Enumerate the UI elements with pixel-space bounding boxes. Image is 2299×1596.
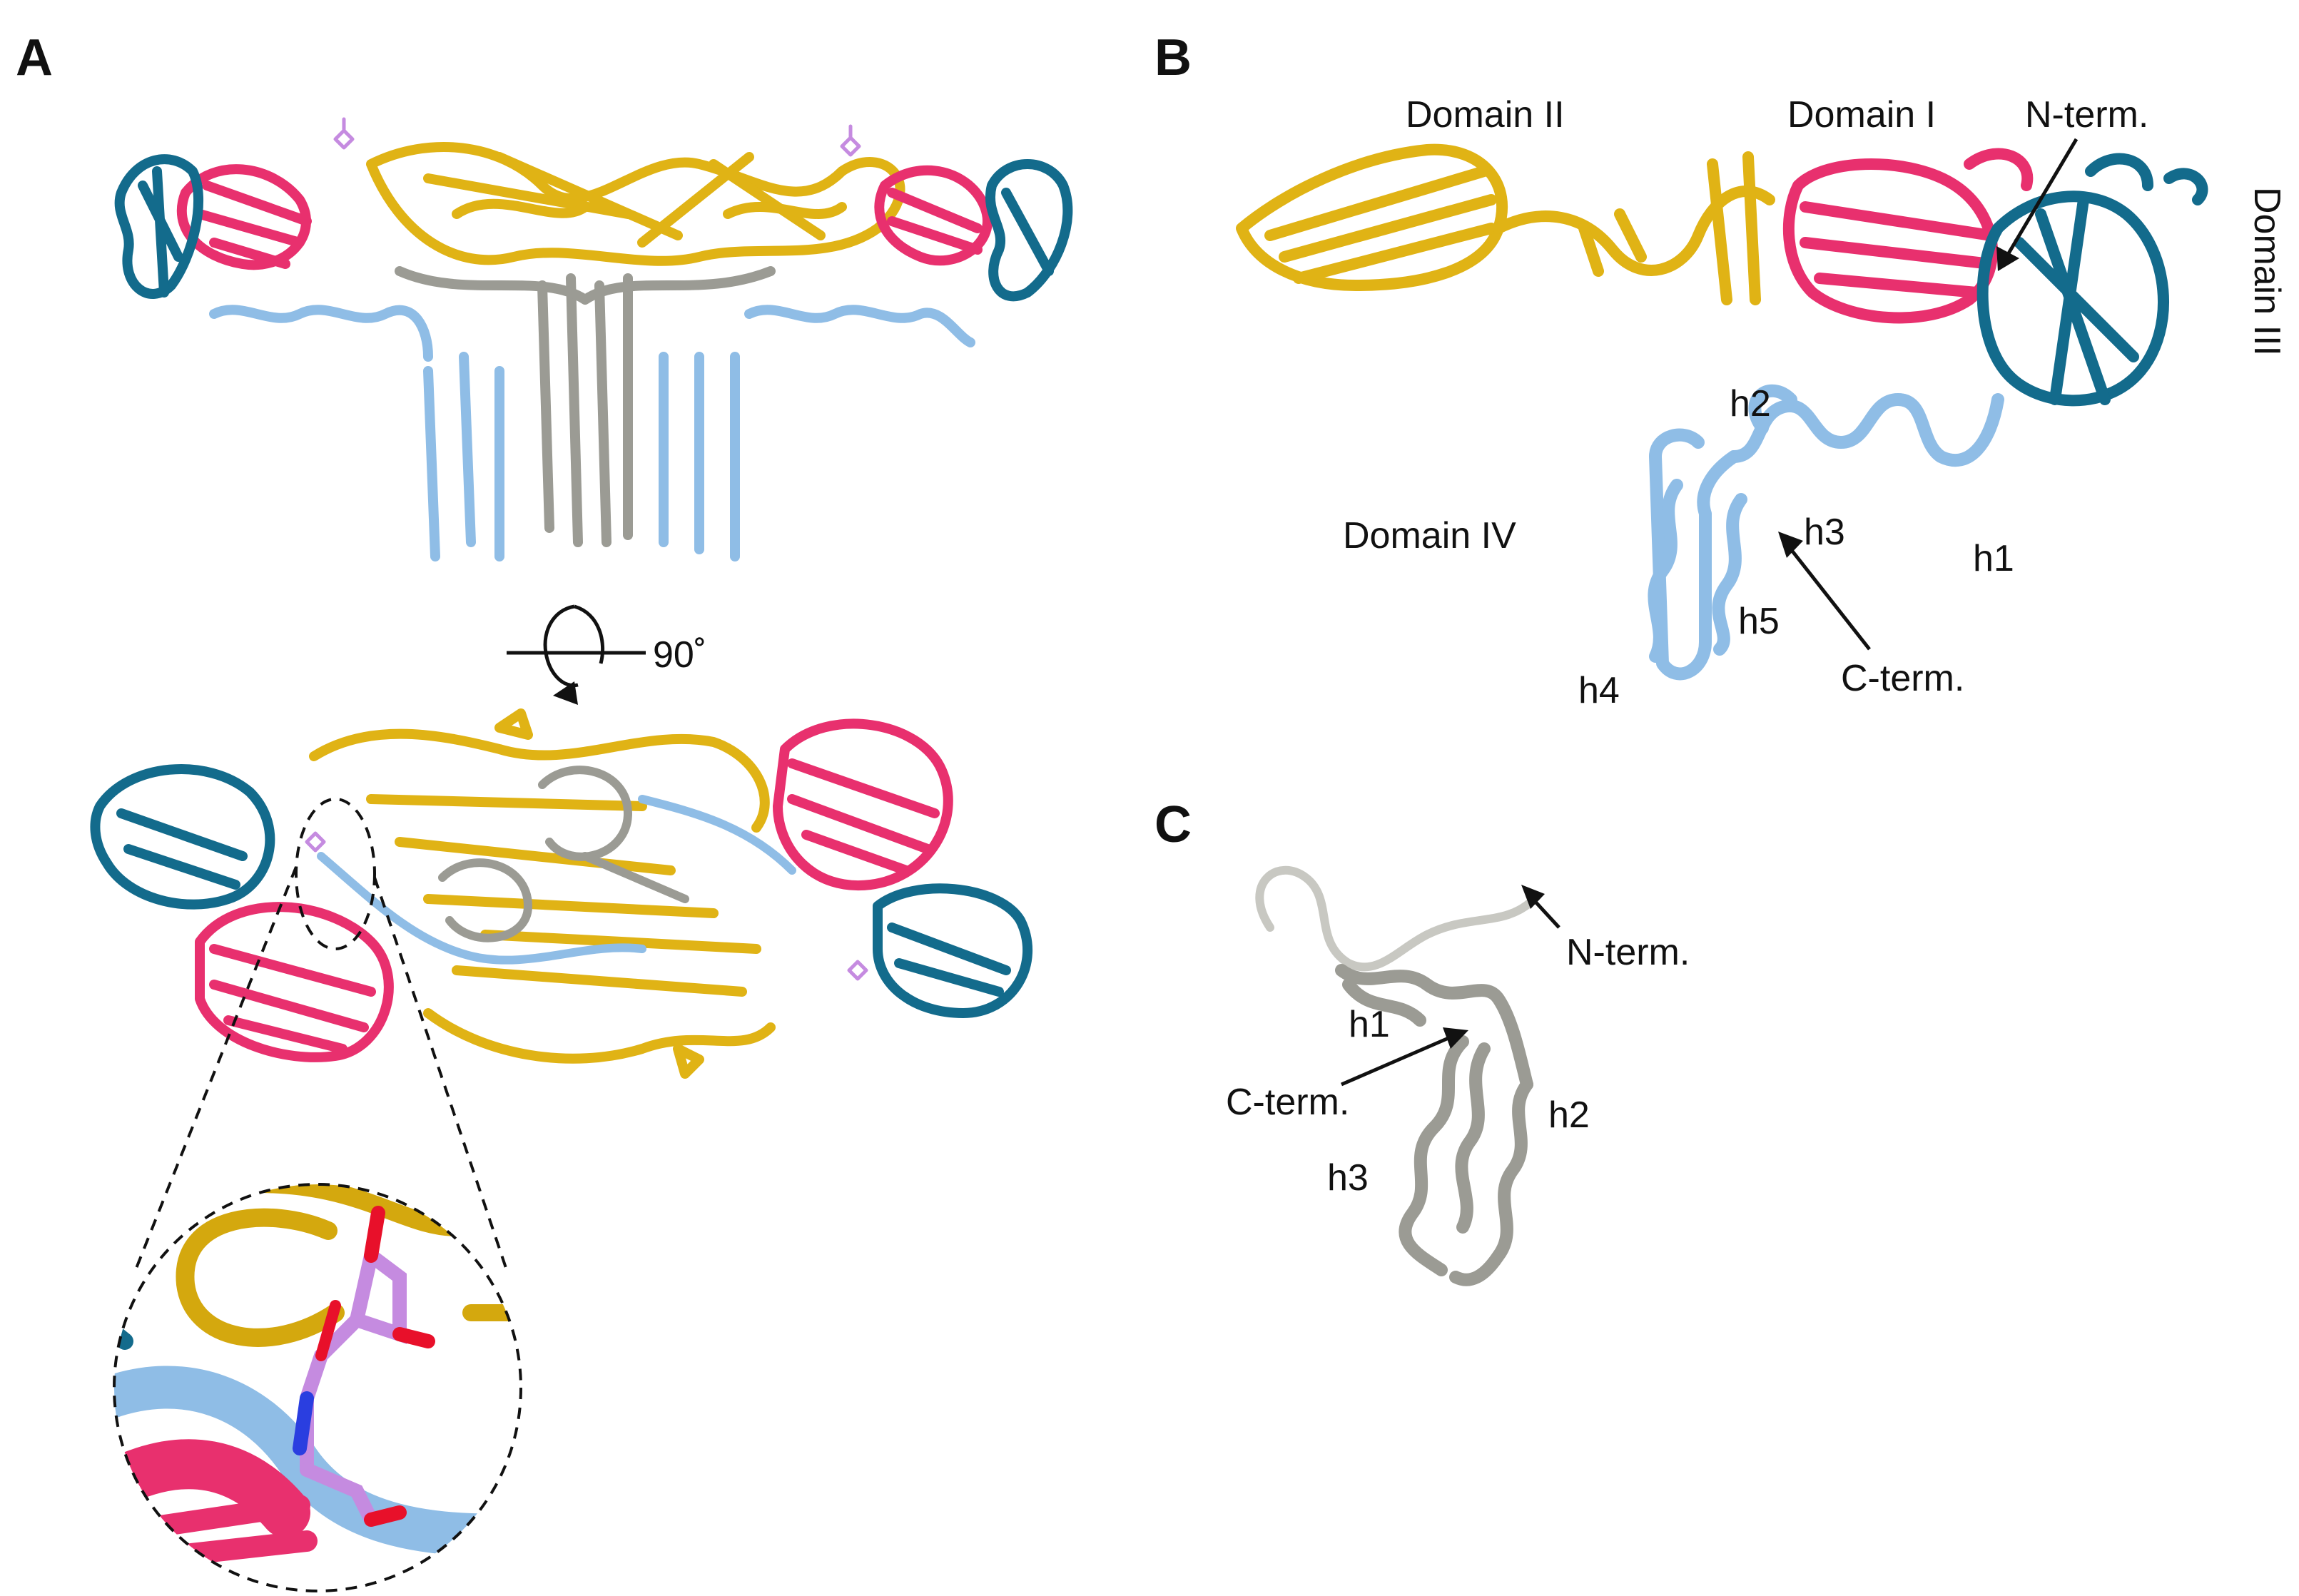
panel-a-letter: A: [16, 29, 53, 86]
label-h4-b: h4: [1578, 670, 1620, 711]
label-h1-b: h1: [1973, 538, 2014, 579]
rotation-90-icon: 90˚: [507, 604, 706, 705]
domain-iii-ribbon-bottom: [90, 764, 1032, 1018]
panel-a-bottom-structure: [90, 708, 1032, 1079]
zoom-source-ellipse: [295, 798, 376, 950]
zoom-guide-left: [134, 866, 298, 1271]
arrow-n-term-c: [1521, 885, 1560, 929]
label-c-term-b: C-term.: [1841, 658, 1964, 699]
label-h2-c: h2: [1548, 1094, 1590, 1136]
label-n-term-b: N-term.: [2025, 94, 2148, 136]
label-domain-ii: Domain II: [1406, 94, 1565, 136]
panel-a-top-structure: [114, 117, 1073, 561]
domain-i-ribbon-bottom: [195, 718, 953, 1062]
panel-c: C N-term. h1 C-term. h2 h3: [1154, 796, 1690, 1286]
arrow-c-term-c: [1341, 1027, 1468, 1087]
domain-iv-ribbon-b: [1648, 384, 2004, 681]
zoom-inset-border: [113, 1183, 522, 1592]
ligand-top-right: [840, 124, 861, 157]
panel-a: A: [16, 29, 1073, 1592]
domain-iii-ribbon-b: [1976, 153, 2208, 407]
domain-ii-ribbon: [366, 142, 905, 266]
label-h5-b: h5: [1738, 601, 1780, 642]
central-domain-ribbon: [395, 266, 776, 547]
panel-b-letter: B: [1154, 29, 1192, 86]
panel-b: B Domain II Domain I N-term.: [1154, 29, 2288, 711]
label-n-term-c: N-term.: [1566, 932, 1690, 973]
label-domain-i: Domain I: [1787, 94, 1936, 136]
zoom-guide-right: [373, 877, 508, 1271]
arrow-c-term-b: [1778, 532, 1871, 651]
domain-iv-ribbon-bottom: [317, 795, 796, 965]
ligand-zoom: [293, 1206, 435, 1527]
zoom-callout: [113, 798, 522, 1592]
domain-iv-ribbon: [209, 305, 975, 561]
label-h3-c: h3: [1327, 1157, 1369, 1199]
zoom-inset-content: [114, 1184, 521, 1591]
ligand-bottom: [305, 831, 868, 981]
label-c-term-c: C-term.: [1226, 1082, 1349, 1123]
panel-c-letter: C: [1154, 796, 1192, 853]
label-domain-iv: Domain IV: [1343, 515, 1516, 556]
central-domain-ribbon-bottom: [438, 766, 689, 942]
domain-ii-ribbon-b: [1236, 143, 1775, 305]
domain-i-ribbon-b: [1782, 148, 2034, 324]
domain-iii-ribbon: [114, 154, 1073, 302]
label-h3-b: h3: [1804, 512, 1845, 553]
arrow-n-term-b: [1996, 138, 2079, 271]
label-h2-b: h2: [1730, 383, 1771, 425]
rotation-label: 90˚: [653, 634, 706, 676]
label-h1-c: h1: [1349, 1004, 1390, 1045]
domain-ii-ribbon-bottom: [309, 708, 776, 1079]
ligand-top-left: [333, 117, 355, 150]
label-domain-iii: Domain III: [2246, 187, 2288, 356]
central-domain-ribbon-c: [1255, 865, 1538, 1286]
